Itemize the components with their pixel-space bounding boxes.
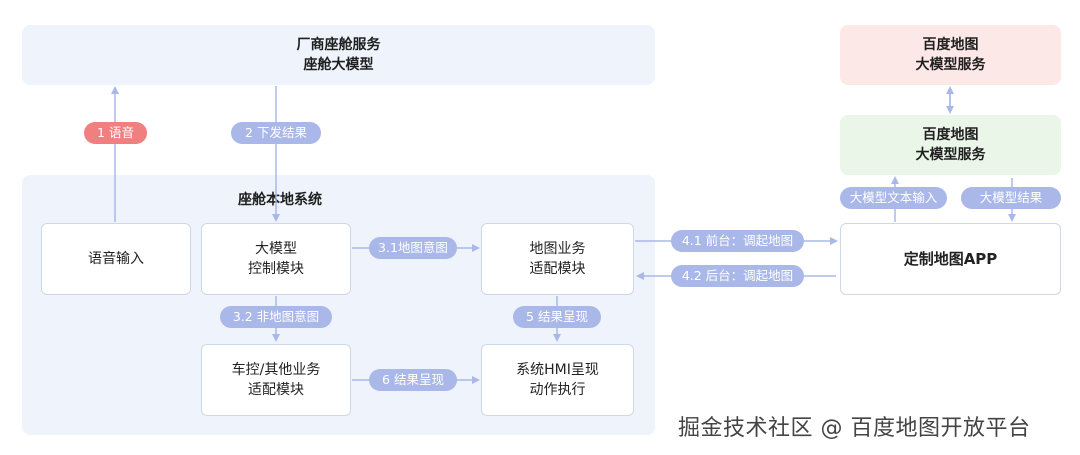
pill-voice: 1 语音 xyxy=(84,122,147,144)
pill-non-map-intent: 3.2 非地图意图 xyxy=(220,306,332,328)
cockpit-service-title: 厂商座舱服务 座舱大模型 xyxy=(22,35,655,75)
pill-llm-result: 大模型结果 xyxy=(961,187,1061,209)
pill-foreground: 4.1 前台：调起地图 xyxy=(671,230,804,252)
cockpit-service-title-line1: 厂商座舱服务 xyxy=(296,37,381,53)
llm-control-line2: 控制模块 xyxy=(248,261,304,277)
cockpit-service-panel xyxy=(22,25,655,85)
pill-map-intent: 3.1地图意图 xyxy=(369,237,457,259)
cockpit-service-title-line2: 座舱大模型 xyxy=(303,57,374,73)
pill-deliver: 2 下发结果 xyxy=(231,122,321,144)
baidu-mid-title: 百度地图 大模型服务 xyxy=(840,125,1061,165)
vehicle-control-line2: 适配模块 xyxy=(248,382,304,398)
baidu-top-panel xyxy=(840,25,1061,85)
hmi-box: 系统HMI呈现 动作执行 xyxy=(481,344,634,416)
baidu-mid-panel xyxy=(840,115,1061,175)
llm-control-box: 大模型 控制模块 xyxy=(201,223,351,295)
map-business-box: 地图业务 适配模块 xyxy=(481,223,634,295)
llm-control-line1: 大模型 xyxy=(255,241,297,257)
hmi-line1: 系统HMI呈现 xyxy=(516,362,599,378)
voice-input-label: 语音输入 xyxy=(88,251,144,267)
baidu-top-title-line2: 大模型服务 xyxy=(915,57,986,73)
watermark-text: 掘金技术社区 @ 百度地图开放平台 xyxy=(678,416,1031,441)
hmi-line2: 动作执行 xyxy=(529,382,586,398)
vehicle-control-box: 车控/其他业务 适配模块 xyxy=(201,344,351,416)
voice-input-box: 语音输入 xyxy=(41,223,191,295)
pill-result-6: 6 结果呈现 xyxy=(369,369,457,391)
custom-map-app-box: 定制地图APP xyxy=(840,223,1061,295)
pill-background: 4.2 后台：调起地图 xyxy=(671,265,804,287)
pill-llm-text-input: 大模型文本输入 xyxy=(840,187,947,209)
custom-map-app-label: 定制地图APP xyxy=(903,250,998,268)
map-business-line2: 适配模块 xyxy=(529,261,586,277)
pill-result-5: 5 结果呈现 xyxy=(513,306,601,328)
map-business-line1: 地图业务 xyxy=(529,241,586,257)
baidu-top-title-line1: 百度地图 xyxy=(922,37,979,53)
baidu-top-title: 百度地图 大模型服务 xyxy=(840,35,1061,75)
vehicle-control-line1: 车控/其他业务 xyxy=(231,362,321,378)
baidu-mid-title-line2: 大模型服务 xyxy=(915,147,986,163)
local-system-title: 座舱本地系统 xyxy=(238,192,322,208)
baidu-mid-title-line1: 百度地图 xyxy=(922,127,979,143)
